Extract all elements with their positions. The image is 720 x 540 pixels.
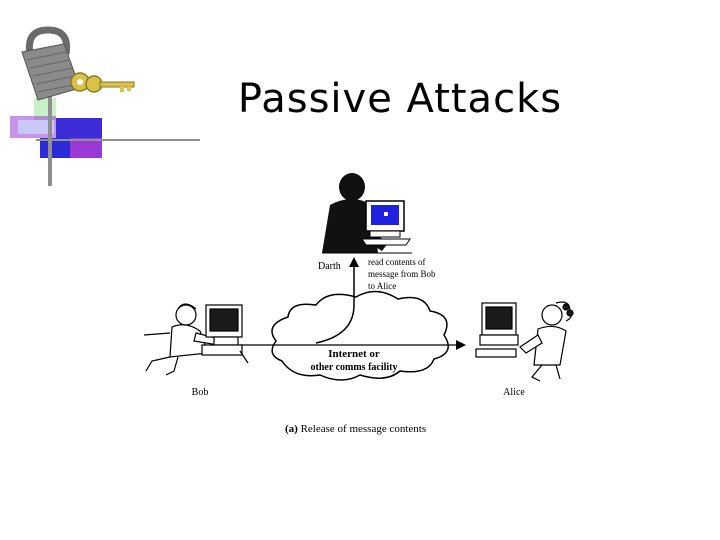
attacker-label: Darth	[318, 261, 341, 272]
action-note-line-3: to Alice	[368, 281, 396, 291]
action-note-line-2: message from Bob	[368, 269, 436, 279]
corner-decoration	[10, 26, 200, 186]
slide-title: Passive Attacks	[237, 76, 563, 122]
cloud-icon	[271, 290, 449, 381]
diagram-caption: (a) Release of message contents	[285, 423, 426, 435]
computer-icon	[475, 302, 519, 358]
cloud-label-line-2: other comms facility	[310, 362, 397, 373]
color-squares	[10, 98, 102, 158]
cloud-label-line-1: Internet or	[328, 348, 380, 360]
interception-arrowhead	[349, 257, 359, 267]
message-arrowhead	[456, 340, 466, 350]
passive-attack-diagram: Darth read contents of message from Bob …	[143, 173, 574, 398]
attacker-figure	[322, 173, 412, 254]
key-icon	[70, 72, 135, 93]
receiver-label: Alice	[503, 387, 525, 398]
caption-tag: (a)	[285, 423, 298, 435]
sender-figure	[143, 303, 249, 376]
action-note-line-1: read contents of	[368, 257, 425, 267]
caption-text: Release of message contents	[300, 423, 427, 435]
interception-path	[315, 263, 355, 344]
padlock-icon	[21, 26, 81, 101]
person-icon	[519, 301, 574, 382]
receiver-figure	[475, 301, 574, 382]
sender-label: Bob	[192, 387, 209, 398]
computer-icon	[361, 200, 411, 246]
computer-icon	[201, 304, 249, 364]
